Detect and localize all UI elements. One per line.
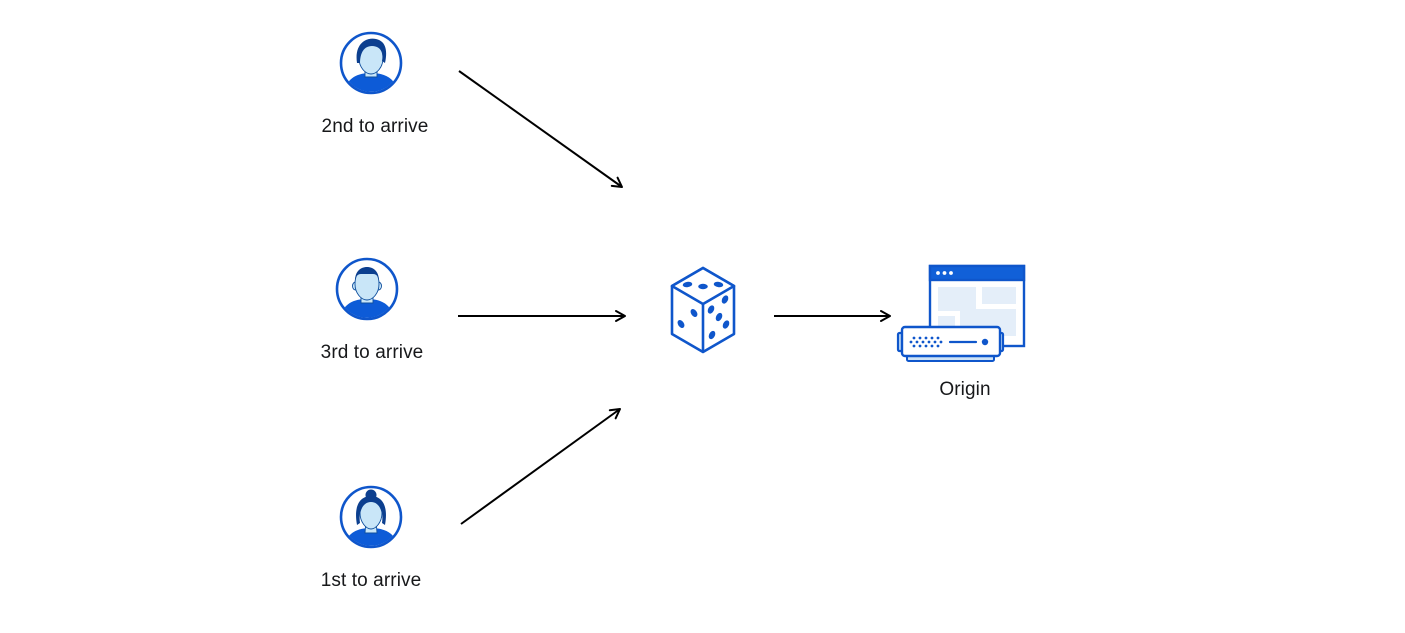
user-avatar-man-short-icon: [335, 257, 399, 321]
origin-label: Origin: [939, 379, 991, 400]
arrow-client1st-to-dice: [460, 408, 621, 525]
user-avatar-man-swoop-icon: [339, 31, 403, 95]
origin-server-icon: [896, 264, 1026, 362]
dice-icon: [670, 266, 736, 354]
client-node-1st: [339, 485, 403, 549]
client-label-2nd: 2nd to arrive: [321, 116, 429, 137]
arrow-client2nd-to-dice: [458, 70, 623, 188]
client-node-2nd: [339, 31, 403, 95]
origin-node: [896, 262, 1028, 364]
client-label-1st: 1st to arrive: [320, 570, 422, 591]
randomizer-node: [667, 262, 739, 360]
client-node-3rd: [335, 257, 399, 321]
user-avatar-woman-bun-icon: [339, 485, 403, 549]
client-label-3rd: 3rd to arrive: [320, 342, 424, 363]
